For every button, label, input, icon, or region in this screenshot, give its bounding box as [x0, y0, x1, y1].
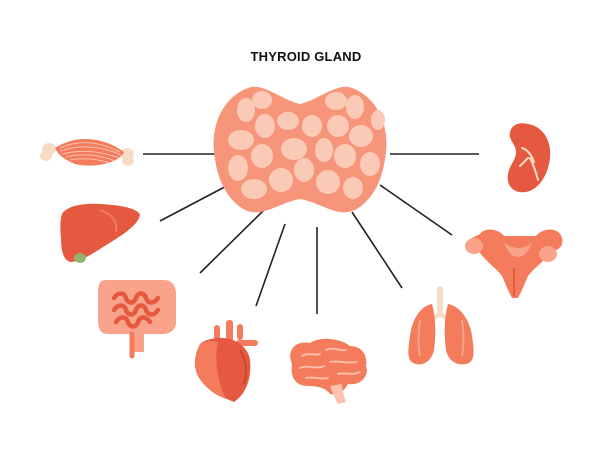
thyroid-gland-icon	[213, 86, 387, 213]
liver-icon	[60, 203, 140, 263]
connector-intestines	[199, 209, 265, 274]
uterus-icon	[465, 229, 563, 298]
connector-uterus	[379, 184, 453, 236]
brain-icon	[290, 338, 367, 404]
heart-icon	[194, 320, 258, 402]
intestines-icon	[98, 280, 176, 359]
lungs-icon	[408, 286, 474, 365]
connector-lungs	[351, 211, 403, 289]
diagram-title: THYROID GLAND	[250, 49, 362, 64]
muscle-icon	[40, 139, 134, 166]
connector-lines	[143, 153, 479, 314]
kidney-icon	[507, 123, 551, 193]
connector-liver	[159, 180, 237, 222]
connector-heart	[255, 223, 286, 307]
